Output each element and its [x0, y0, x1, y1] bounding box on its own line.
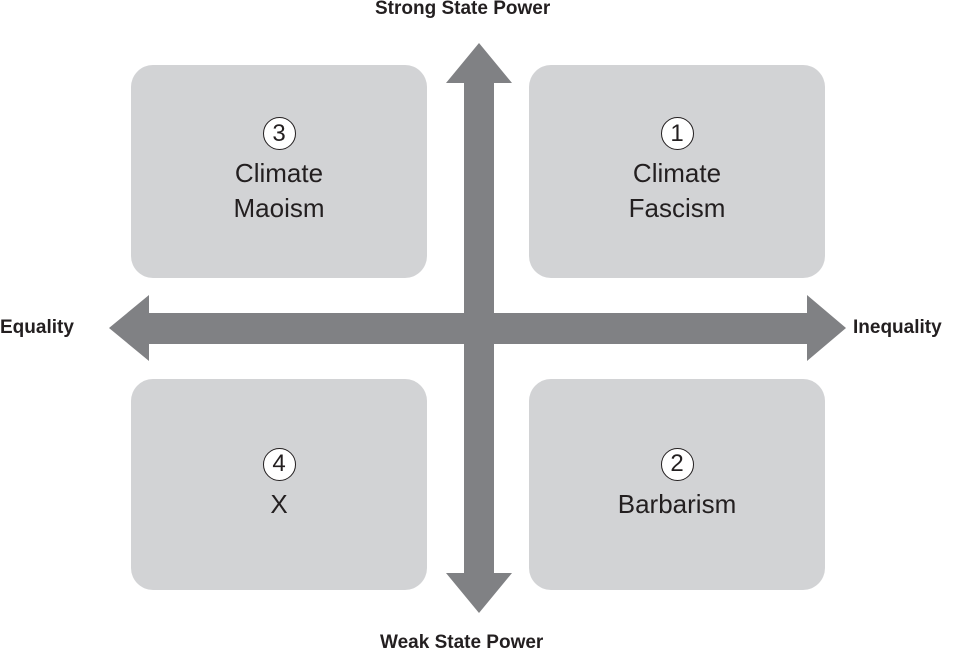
quadrant-top-right: 1 Climate Fascism — [529, 65, 825, 278]
quadrant-title: Barbarism — [617, 488, 737, 519]
axis-label-right: Inequality — [853, 317, 942, 338]
quadrant-title: Climate — [632, 158, 722, 188]
quadrant-title: X — [270, 488, 288, 519]
quadrant-number: 2 — [660, 447, 694, 481]
axis-label-top: Strong State Power — [375, 0, 551, 19]
quadrant-number: 1 — [660, 117, 694, 150]
axis-label-left: Equality — [0, 317, 74, 338]
quadrant-top-left: 3 Climate Maoism — [131, 65, 427, 278]
quadrant-number: 3 — [262, 117, 296, 150]
axis-label-bottom: Weak State Power — [380, 632, 544, 653]
horizontal-arrow-icon — [109, 295, 846, 361]
quadrant-number: 4 — [262, 447, 296, 481]
quadrant-title: Climate — [234, 158, 324, 188]
quadrant-bottom-right: 2 Barbarism — [529, 379, 825, 590]
quadrant-title: Maoism — [233, 193, 325, 223]
quadrant-bottom-left: 4 X — [131, 379, 427, 590]
quadrant-title: Fascism — [628, 193, 726, 223]
